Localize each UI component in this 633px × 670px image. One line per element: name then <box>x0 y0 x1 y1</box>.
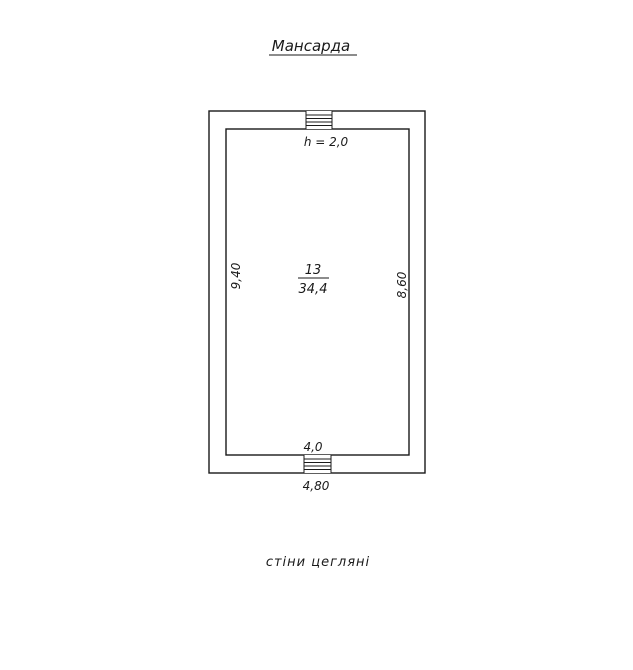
plan-title: Мансарда <box>272 37 350 55</box>
outer-bottom-dimension: 4,80 <box>303 479 330 493</box>
bottom-stair-symbol <box>303 455 332 473</box>
right-wall-dimension: 8,60 <box>395 271 409 298</box>
left-wall-dimension: 9,40 <box>229 262 243 289</box>
room-number: 13 <box>305 263 322 278</box>
height-note: h = 2,0 <box>304 135 349 149</box>
room-area: 34,4 <box>299 282 328 297</box>
inner-bottom-dimension: 4,0 <box>303 440 322 454</box>
top-stair-symbol <box>305 111 333 129</box>
wall-material-note: стіни цегляні <box>266 555 370 570</box>
